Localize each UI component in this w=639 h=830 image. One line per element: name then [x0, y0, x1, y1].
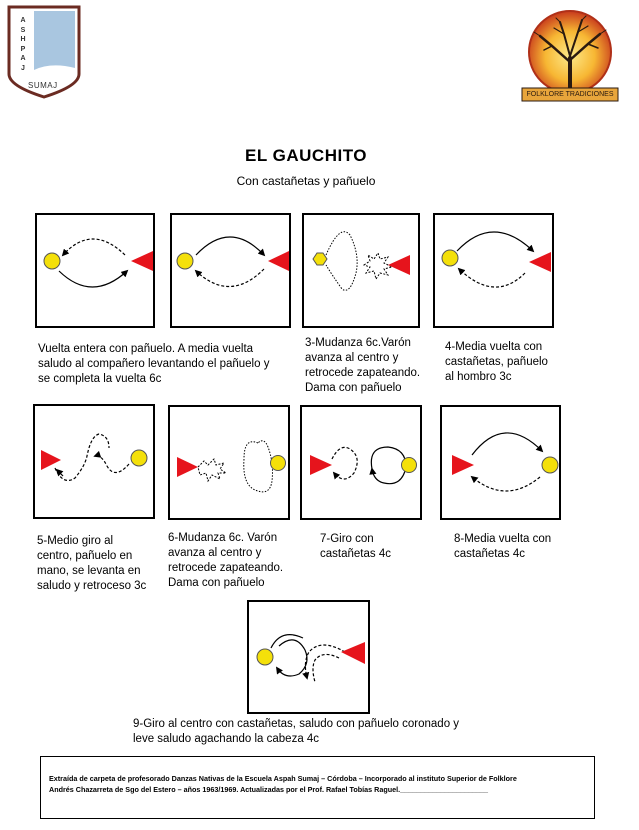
varon-triangle [341, 642, 365, 664]
figure-8-caption: 8-Media vuelta con castañetas 4c [454, 533, 552, 560]
figure-4-caption: 4-Media vuelta con castañetas, pañuelo a… [445, 341, 548, 383]
figure-1-diagram [35, 213, 155, 328]
figure-9-caption: 9-Giro al centro con castañetas, saludo … [133, 718, 460, 745]
dama-circle [256, 648, 274, 666]
figure-5-caption: 5-Medio giro al centro, pañuelo en mano,… [37, 535, 147, 592]
source-note-line-2: Andrés Chazarreta de Sgo del Estero – añ… [49, 785, 489, 794]
dama-circle [441, 249, 459, 267]
figure-8-diagram [440, 405, 561, 520]
right-logo: FOLKLORE TRADICIONES [514, 10, 626, 108]
page-title: EL GAUCHITO [245, 146, 367, 165]
figure-6-diagram [168, 405, 290, 520]
source-note-box: Extraída de carpeta de profesorado Danza… [40, 756, 595, 819]
dama-circle [130, 449, 148, 467]
varon-triangle [131, 251, 153, 271]
figure-6-caption: 6-Mudanza 6c. Varón avanza al centro y r… [168, 532, 284, 589]
varon-triangle [41, 450, 61, 470]
figure-9-diagram [247, 600, 370, 714]
figure-5-diagram [33, 404, 155, 519]
dama-circle [401, 457, 417, 473]
left-logo: A S H P A J SUMAJ [6, 4, 82, 100]
dama-circle [43, 252, 61, 270]
right-logo-banner-text: FOLKLORE TRADICIONES [526, 91, 614, 98]
figure-3-diagram [302, 213, 420, 328]
varon-triangle [177, 457, 198, 477]
varon-triangle [388, 255, 410, 275]
page-subtitle: Con castañetas y pañuelo [236, 174, 376, 188]
dama-circle [312, 252, 328, 266]
varon-triangle [268, 251, 289, 271]
figure-2-diagram [170, 213, 291, 328]
dama-circle [176, 252, 194, 270]
figure-7-caption: 7-Giro con castañetas 4c [320, 533, 391, 560]
left-logo-letters: A S H P A J [20, 17, 26, 72]
figure-4-diagram [433, 213, 554, 328]
dama-circle [541, 456, 559, 474]
source-note-line-1: Extraída de carpeta de profesorado Danza… [49, 774, 517, 783]
figure-1-caption: Vuelta entera con pañuelo. A media vuelt… [38, 343, 270, 385]
left-logo-word: SUMAJ [28, 81, 58, 90]
varon-triangle [310, 455, 332, 475]
figure-3-caption: 3-Mudanza 6c.Varón avanza al centro y re… [305, 337, 421, 394]
dama-circle [270, 455, 286, 471]
varon-triangle [529, 252, 551, 272]
varon-triangle [452, 455, 474, 475]
figure-7-diagram [300, 405, 422, 520]
